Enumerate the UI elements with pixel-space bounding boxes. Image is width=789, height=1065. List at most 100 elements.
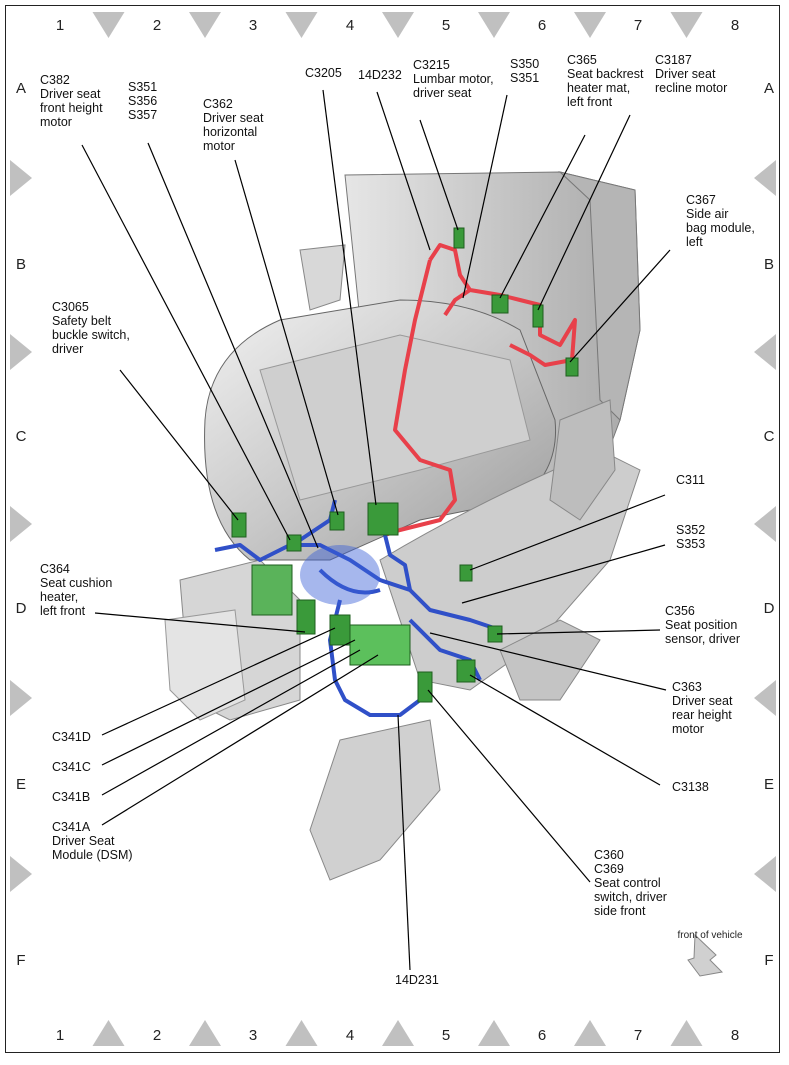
grid-row-A-right: A	[763, 80, 774, 97]
grid-marker-right	[754, 680, 776, 716]
connector-s351	[286, 534, 302, 552]
grid-column-5-bottom: 5	[441, 1027, 451, 1044]
grid-marker-right	[754, 856, 776, 892]
grid-marker-bottom	[92, 1020, 125, 1046]
grid-row-D-left: D	[15, 600, 27, 617]
connector-c360	[417, 671, 433, 703]
grid-marker-top	[285, 12, 318, 38]
grid-column-6-bottom: 6	[537, 1027, 547, 1044]
grid-column-4-top: 4	[345, 17, 355, 34]
connector-c341d	[329, 614, 351, 646]
leader-lines	[81, 89, 671, 971]
grid-marker-bottom	[189, 1020, 221, 1046]
connector-c367	[565, 357, 579, 377]
connectors	[231, 227, 579, 703]
label-c3205: C3205	[305, 66, 342, 80]
grid-marker-top	[382, 12, 414, 38]
connector-c362	[329, 511, 345, 531]
grid-column-3-top: 3	[248, 17, 258, 34]
grid-column-7-bottom: 7	[633, 1027, 643, 1044]
grid-marker-top	[189, 12, 221, 38]
front-arrow-icon	[687, 933, 724, 977]
seat-illustration	[164, 171, 641, 881]
label-c3138: C3138	[672, 780, 709, 794]
connector-c364	[296, 599, 316, 635]
connector-c341-dsm	[349, 624, 411, 666]
harness-bundle-highlight	[300, 545, 380, 605]
grid-column-2-bottom: 2	[152, 1027, 162, 1044]
connector-c3187	[532, 304, 544, 328]
grid-marker-left	[10, 334, 32, 370]
grid-column-5-top: 5	[441, 17, 451, 34]
connector-c311	[459, 564, 473, 582]
label-c341d: C341D	[52, 730, 91, 744]
grid-row-C-right: C	[763, 428, 775, 445]
grid-marker-left	[10, 856, 32, 892]
label-c341c: C341C	[52, 760, 91, 774]
grid-row-D-right: D	[763, 600, 775, 617]
connector-c3215	[453, 227, 465, 249]
label-14d231: 14D231	[395, 973, 439, 987]
grid-row-C-left: C	[15, 428, 27, 445]
grid-column-3-bottom: 3	[248, 1027, 258, 1044]
grid-marker-right	[754, 334, 776, 370]
grid-row-B-left: B	[15, 256, 26, 273]
grid-column-2-top: 2	[152, 17, 162, 34]
grid-marker-left	[10, 160, 32, 196]
grid-marker-top	[478, 12, 510, 38]
connector-c3138	[456, 659, 476, 683]
label-14d232: 14D232	[358, 68, 402, 82]
connector-c364-block	[251, 564, 293, 616]
label-c341b: C341B	[52, 790, 91, 804]
grid-column-7-top: 7	[633, 17, 643, 34]
grid-marker-left	[10, 506, 32, 542]
connector-c3205	[367, 502, 399, 536]
grid-marker-bottom	[382, 1020, 414, 1046]
grid-row-E-left: E	[15, 776, 26, 793]
grid-column-6-top: 6	[537, 17, 547, 34]
grid-marker-bottom	[670, 1020, 703, 1046]
grid-marker-left	[10, 680, 32, 716]
grid-row-F-left: F	[16, 952, 26, 969]
connector-c3065	[231, 512, 247, 538]
grid-row-A-left: A	[15, 80, 26, 97]
connector-c365	[491, 294, 509, 314]
grid-column-1-top: 1	[55, 17, 65, 34]
grid-marker-top	[92, 12, 125, 38]
grid-row-F-right: F	[764, 952, 774, 969]
label-c311: C311	[676, 473, 705, 487]
grid-row-B-right: B	[763, 256, 774, 273]
front-of-vehicle-label: front of vehicle	[677, 930, 743, 941]
grid-marker-right	[754, 506, 776, 542]
grid-marker-bottom	[478, 1020, 510, 1046]
grid-column-4-bottom: 4	[345, 1027, 355, 1044]
grid-column-8-bottom: 8	[730, 1027, 740, 1044]
grid-marker-top	[670, 12, 703, 38]
diagram-frame	[5, 5, 780, 1053]
grid-marker-bottom	[574, 1020, 606, 1046]
grid-column-8-top: 8	[730, 17, 740, 34]
grid-marker-top	[574, 12, 606, 38]
grid-marker-right	[754, 160, 776, 196]
grid-column-1-bottom: 1	[55, 1027, 65, 1044]
grid-row-E-right: E	[763, 776, 774, 793]
grid-marker-bottom	[285, 1020, 318, 1046]
grid-markers	[10, 12, 776, 1046]
